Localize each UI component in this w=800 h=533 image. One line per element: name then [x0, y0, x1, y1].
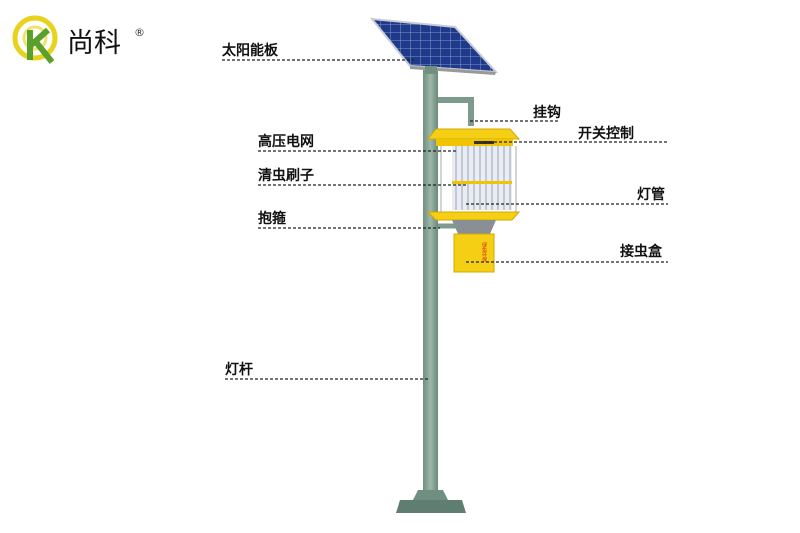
- pole: [423, 70, 438, 500]
- box-text: 绿色环保: [481, 241, 487, 263]
- label-solar-panel: 太阳能板: [222, 42, 279, 59]
- solar-panel: [369, 17, 499, 75]
- label-pole: 灯杆: [225, 361, 253, 378]
- label-lamp-tube: 灯管: [637, 186, 665, 203]
- label-clamp: 抱箍: [258, 210, 286, 227]
- base-plate: [396, 500, 466, 513]
- label-high-voltage-grid: 高压电网: [258, 133, 314, 150]
- logo-k-icon: [27, 27, 55, 64]
- registered-mark: ®: [134, 26, 145, 39]
- insect-box: [453, 233, 495, 273]
- hook: [438, 97, 474, 126]
- brand-logo: 尚科 ®: [12, 15, 145, 64]
- lamp-tubes: [452, 146, 512, 210]
- label-insect-box: 接虫盒: [620, 243, 663, 260]
- label-cleaning-brush: 清虫刷子: [258, 167, 314, 184]
- label-hook: 挂钩: [533, 104, 561, 121]
- brand-name: 尚科: [67, 28, 121, 59]
- label-switch-control: 开关控制: [578, 125, 634, 142]
- logo-ring-icon: [12, 15, 58, 61]
- insect-killer-lamp: 绿色环保: [426, 128, 521, 273]
